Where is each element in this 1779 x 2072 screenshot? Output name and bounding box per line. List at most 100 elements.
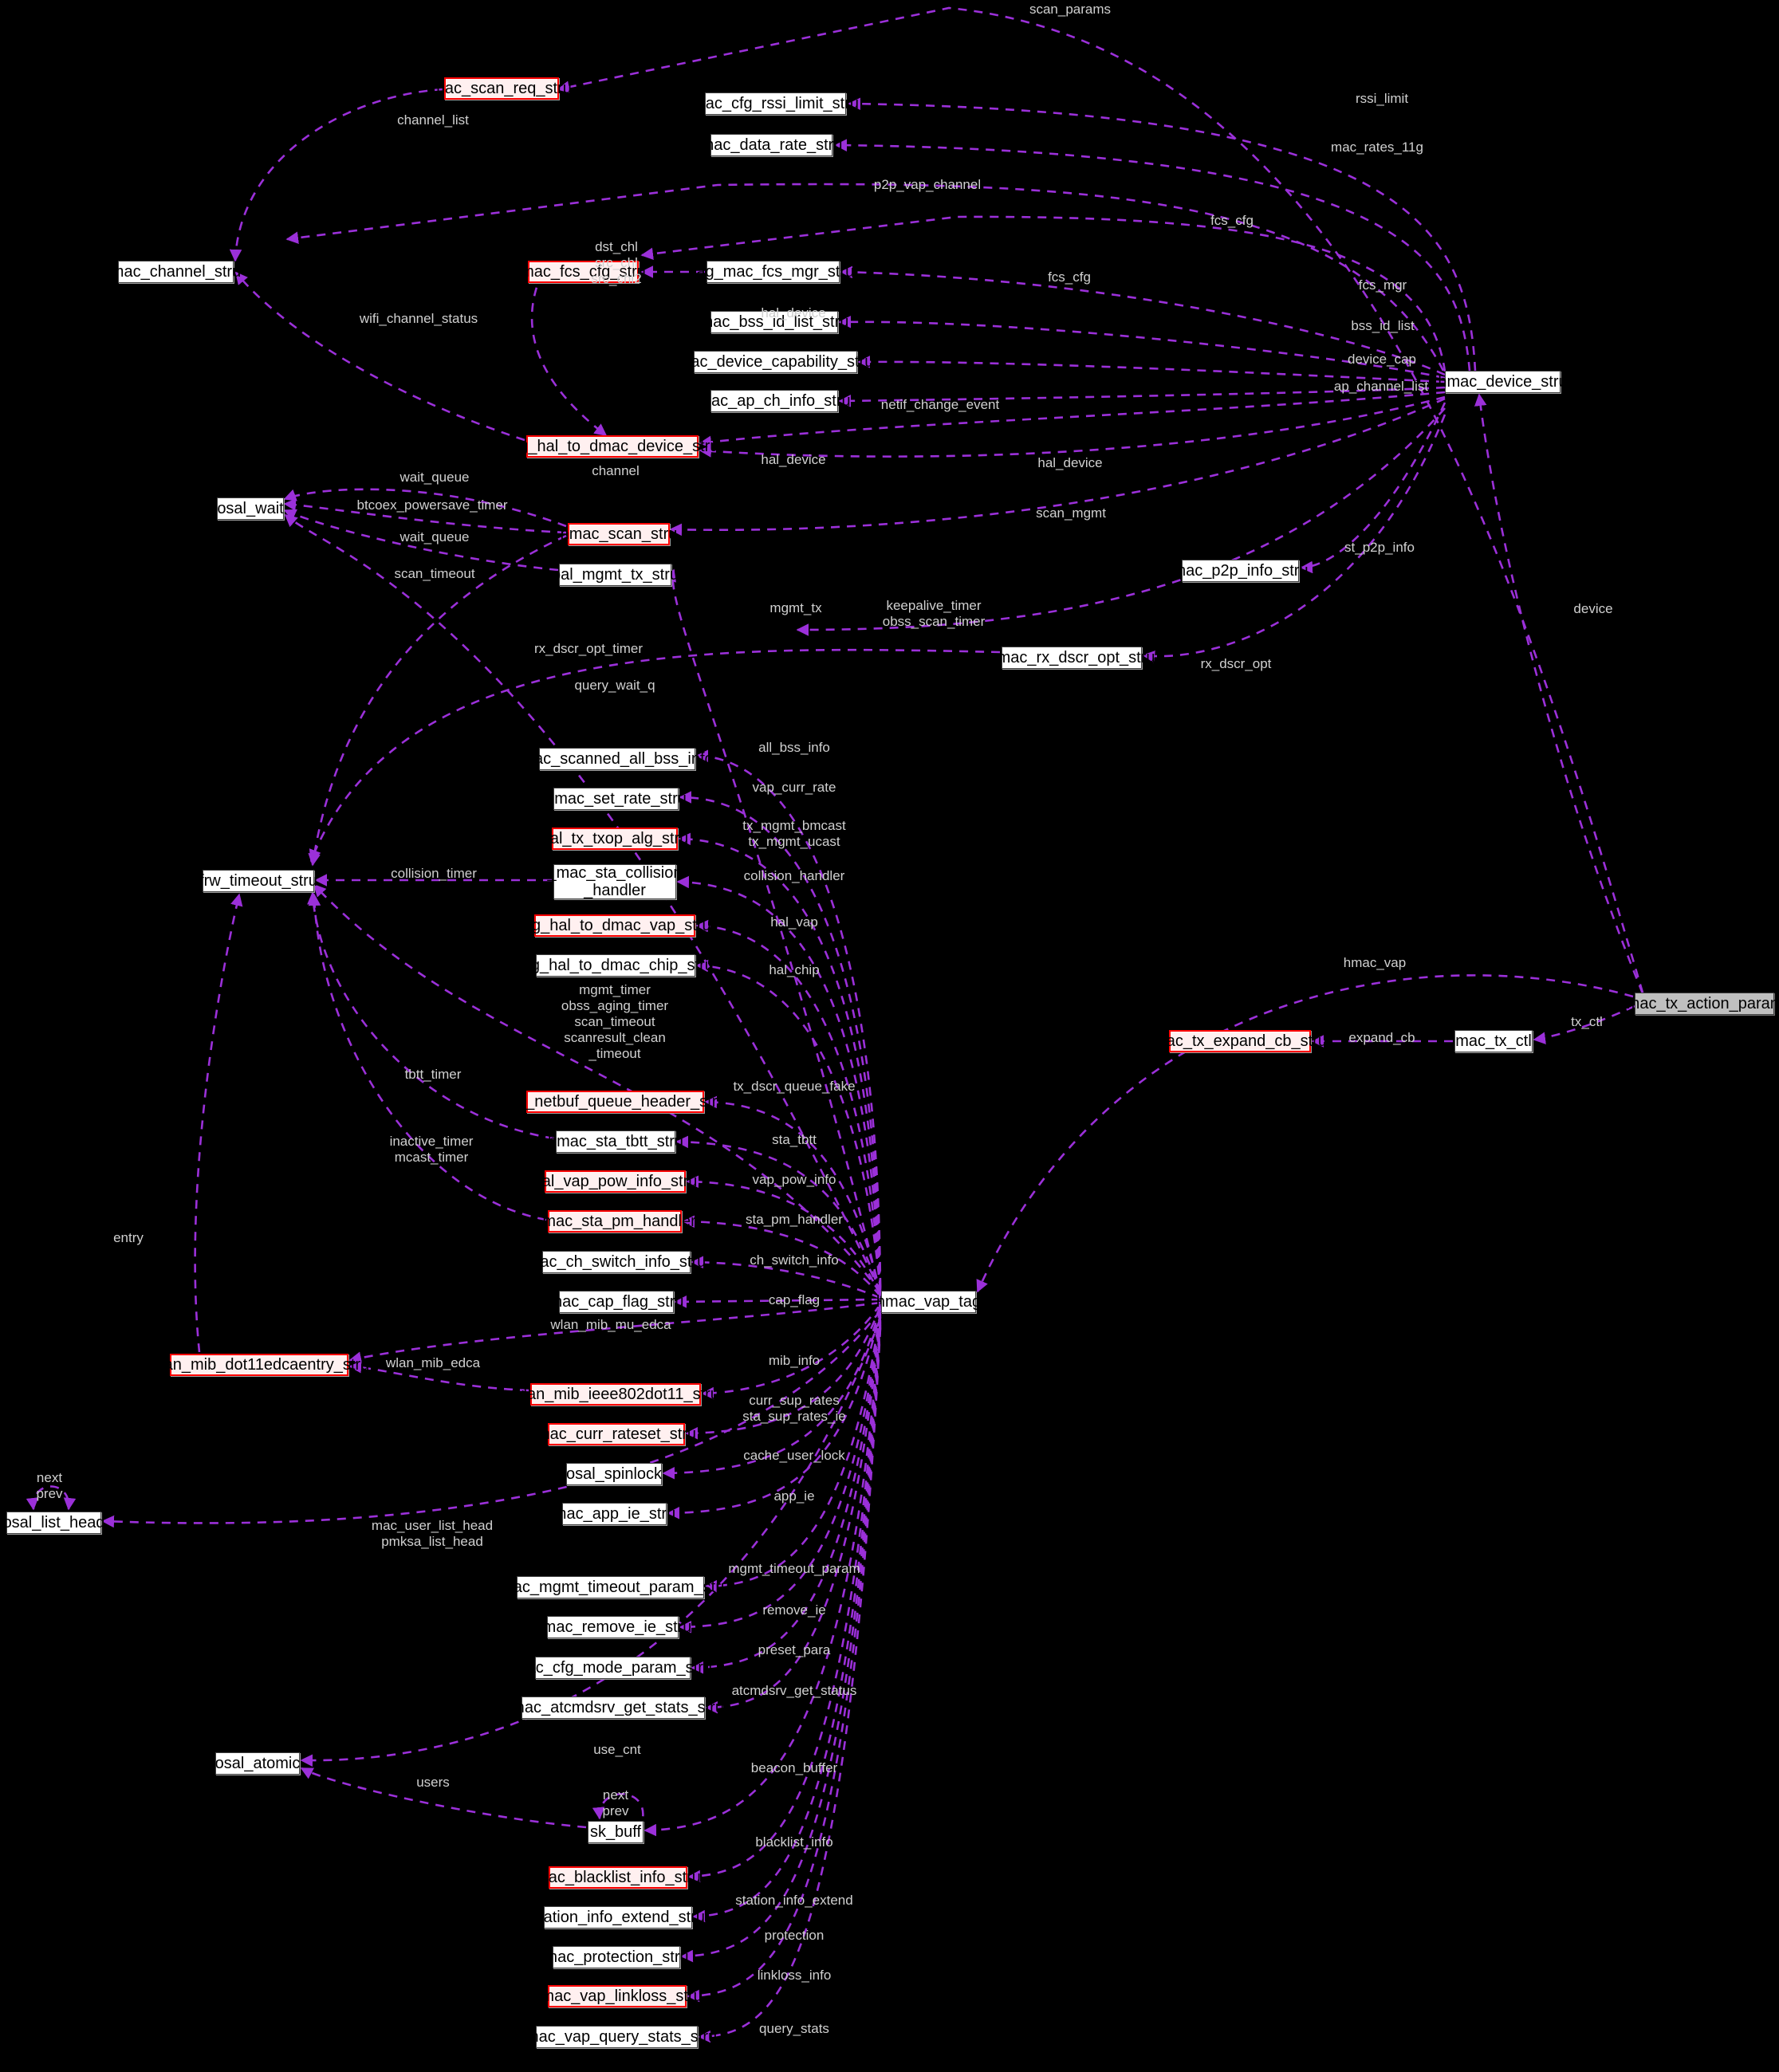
node-oal-netbuf-queue-header-stru[interactable]: oal_netbuf_queue_header_stru: [504, 1091, 726, 1113]
node-mac-app-ie-stru[interactable]: mac_app_ie_stru: [553, 1503, 675, 1525]
edge-hmac-vap-tag-to-hmac-sta-tbtt-stru: [675, 1135, 882, 1295]
node-hmac-vap-linkloss-stru[interactable]: hmac_vap_linkloss_stru: [532, 1985, 703, 2007]
node--mac-sta-pm-handler[interactable]: _mac_sta_pm_handler: [533, 1210, 696, 1233]
node-mac-cfg-mode-param-stru[interactable]: mac_cfg_mode_param_stru: [514, 1657, 712, 1679]
node-mac-channel-stru[interactable]: mac_channel_stru: [111, 261, 241, 283]
node-mac-data-rate-stru[interactable]: mac_data_rate_stru: [701, 134, 842, 156]
self-loop-sk-buff: [592, 1793, 644, 1820]
edge-hmac-device-stru-to-tag-hal-to-dmac-device-stru: [699, 395, 1446, 458]
node-station-info-extend-stru[interactable]: station_info_extend_stru: [531, 1906, 705, 1928]
self-loop-osal-list-head: [26, 1485, 77, 1511]
edge-hmac-device-stru-to-mac-device-capability-stru: [857, 356, 1446, 383]
node-mac-cap-flag-stru[interactable]: mac_cap_flag_stru: [549, 1291, 684, 1313]
node-mac-blacklist-info-stru[interactable]: mac_blacklist_info_stru: [535, 1866, 701, 1889]
edge-hmac-vap-tag-to-mac-blacklist-info-stru: [687, 1321, 882, 1883]
node-hmac-device-stru[interactable]: hmac_device_stru: [1438, 371, 1568, 393]
edge-hmac-vap-tag-to-mac-curr-rateset-stru: [685, 1305, 882, 1440]
edge-hmac-vap-tag-to-hal-vap-pow-info-stru: [686, 1175, 882, 1296]
edge-hmac-scan-stru-to-osal-wait: [283, 488, 567, 528]
edge-hmac-tx-action-params-to-hmac-vap-tag: [976, 974, 1634, 1293]
node-sk-buff[interactable]: sk_buff: [588, 1821, 644, 1843]
node-oal-mgmt-tx-stru[interactable]: oal_mgmt_tx_stru: [552, 564, 679, 586]
edge-hmac-device-stru-to-tag-hal-to-dmac-device-stru: [699, 391, 1446, 449]
node-hmac-mgmt-timeout-param-stru[interactable]: hmac_mgmt_timeout_param_stru: [491, 1576, 730, 1598]
node-tag-hal-to-dmac-device-stru[interactable]: tag_hal_to_dmac_device_stru: [506, 435, 718, 458]
node-hmac-atcmdsrv-get-stats-stru[interactable]: hmac_atcmdsrv_get_stats_stru: [502, 1697, 724, 1719]
edge-hmac-device-stru-to-mac-fcs-cfg-stru: [640, 215, 1446, 372]
edge-hmac-vap-tag-to-station-info-extend-stru: [692, 1323, 882, 1923]
edge-hmac-vap-tag-to-mac-cap-flag-stru: [674, 1295, 881, 1308]
node-wlan-mib-ieee802dot11-stru[interactable]: wlan_mib_ieee802dot11_stru: [512, 1383, 719, 1406]
node-mac-bss-id-list-stru[interactable]: mac_bss_id_list_stru: [700, 311, 848, 333]
node-hmac-rx-dscr-opt-stru[interactable]: hmac_rx_dscr_opt_stru: [989, 647, 1155, 669]
node-hmac-tx-action-params[interactable]: hmac_tx_action_params: [1618, 993, 1779, 1015]
edge-hmac-sta-tbtt-stru-to-frw-timeout-stru: [307, 891, 555, 1140]
node-hmac-set-rate-stru[interactable]: hmac_set_rate_stru: [545, 788, 687, 810]
node-hal-tx-txop-alg-stru[interactable]: hal_tx_txop_alg_stru: [541, 828, 688, 850]
edge-oal-mgmt-tx-stru-to-osal-wait: [283, 509, 559, 572]
edge-hmac-tx-action-params-to-mac-scan-req-stru: [557, 6, 1644, 993]
edge-hmac-vap-tag-to-tag-hal-to-dmac-chip-stru: [695, 959, 882, 1292]
node-osal-spinlock[interactable]: osal_spinlock: [566, 1463, 662, 1485]
edge-hmac-rx-dscr-opt-stru-to-frw-timeout-stru: [309, 648, 1001, 863]
node-mac-curr-rateset-stru[interactable]: mac_curr_rateset_stru: [537, 1423, 696, 1445]
node-tag-hal-to-dmac-chip-stru[interactable]: tag_hal_to_dmac_chip_stru: [518, 954, 714, 977]
node-hmac-sta-tbtt-stru[interactable]: hmac_sta_tbtt_stru: [548, 1130, 683, 1153]
node-mac-protection-stru[interactable]: mac_protection_stru: [544, 1946, 689, 1968]
node-frw-timeout-stru[interactable]: frw_timeout_stru: [199, 870, 317, 892]
node-wlan-mib-dot11edcaentry-stru[interactable]: wlan_mib_dot11edcaentry_stru: [149, 1354, 369, 1376]
edge-hmac-device-stru-to-mac-cfg-rssi-limit-stru: [848, 97, 1477, 372]
edge-hmac-vap-tag-to-hmac-vap-linkloss-stru: [687, 1326, 882, 2003]
edge-hmac-vap-tag-to--mac-sta-pm-handler: [682, 1215, 882, 1297]
edge-hmac-vap-tag-to-mac-app-ie-stru: [667, 1308, 882, 1520]
edge-hmac-device-stru-to-tag-mac-fcs-mgr-stru: [840, 265, 1446, 376]
node-mac-scan-req-stru[interactable]: mac_scan_req_stru: [431, 77, 572, 100]
edge-hmac-device-stru-to-mac-p2p-info-stru: [1300, 402, 1446, 574]
edge-hmac-vap-tag-to--mac-sta-collision-handler: [676, 875, 882, 1290]
node-mac-scanned-all-bss-info[interactable]: mac_scanned_all_bss_info: [521, 748, 714, 770]
node-mac-tx-ctl[interactable]: mac_tx_ctl: [1454, 1030, 1533, 1052]
edge-hmac-vap-tag-to-mac-ch-switch-info-stru: [691, 1256, 881, 1299]
edge-tag-hal-to-dmac-device-stru-to-mac-channel-stru: [234, 271, 525, 442]
node-mac-device-capability-stru[interactable]: mac_device_capability_stru: [678, 351, 873, 373]
edge-hmac-device-stru-to-mac-channel-stru: [285, 183, 1445, 372]
edge-hmac-vap-tag-to-mac-cfg-mode-param-stru: [691, 1315, 882, 1674]
node-tag-mac-fcs-mgr-stru[interactable]: tag_mac_fcs_mgr_stru: [692, 261, 854, 283]
edge-hmac-vap-tag-to-sk-buff: [644, 1319, 882, 1837]
edge-hmac-device-stru-to-hmac-rx-dscr-opt-stru: [796, 407, 1446, 636]
node-mac-p2p-info-stru[interactable]: mac_p2p_info_stru: [1172, 560, 1309, 582]
edge-hmac-vap-tag-to-hal-tx-txop-alg-stru: [678, 832, 882, 1289]
node-hmac-vap-tag[interactable]: hmac_vap_tag: [876, 1291, 981, 1313]
node-mac-ch-switch-info-stru[interactable]: mac_ch_switch_info_stru: [527, 1251, 706, 1273]
node-hmac-remove-ie-stru[interactable]: hmac_remove_ie_stru: [534, 1616, 691, 1638]
node-mac-cfg-rssi-limit-stru[interactable]: mac_cfg_rssi_limit_stru: [692, 92, 859, 115]
edge--mac-sta-pm-handler-to-frw-timeout-stru: [308, 893, 547, 1221]
edge-wlan-mib-ieee802dot11-stru-to-wlan-mib-dot11edcaentry-stru: [348, 1360, 529, 1392]
edge-hmac-device-stru-to-hmac-scan-stru: [669, 397, 1446, 537]
node-mac-ap-ch-info-stru[interactable]: mac_ap_ch_info_stru: [698, 390, 851, 412]
edge-mac-scan-req-stru-to-mac-channel-stru: [229, 88, 444, 262]
node-osal-list-head[interactable]: osal_list_head: [3, 1512, 104, 1534]
edge-hmac-vap-tag-to-osal-spinlock: [662, 1307, 882, 1480]
edge-hmac-vap-tag-to-hmac-atcmdsrv-get-stats-stru: [705, 1316, 882, 1714]
edge-hmac-device-stru-to-hmac-rx-dscr-opt-stru: [1142, 414, 1446, 663]
edge-wlan-mib-dot11edcaentry-stru-to-frw-timeout-stru: [194, 893, 243, 1353]
edge-hmac-vap-tag-to-hmac-mgmt-timeout-param-stru: [704, 1311, 882, 1593]
node-hal-vap-pow-info-stru[interactable]: hal_vap_pow_info_stru: [533, 1170, 697, 1193]
node-hmac-scan-stru[interactable]: hmac_scan_stru: [561, 523, 677, 545]
edge-hmac-vap-tag-to-mac-scanned-all-bss-info: [695, 749, 882, 1288]
edge-hmac-vap-tag-to-osal-atomic: [300, 1318, 882, 1767]
node-mac-tx-expand-cb-stru[interactable]: mac_tx_expand_cb_stru: [1153, 1030, 1327, 1052]
node-mac-fcs-cfg-stru[interactable]: mac_fcs_cfg_stru: [521, 261, 646, 283]
node-hmac-vap-query-stats-stru[interactable]: hmac_vap_query_stats_stru: [517, 2026, 717, 2048]
edge-hmac-vap-tag-to-osal-list-head: [101, 1310, 882, 1528]
edge-hmac-scan-stru-to-osal-wait: [283, 498, 567, 534]
node--mac-sta-collision-handler[interactable]: _mac_sta_collision _handler: [547, 863, 683, 899]
node-osal-atomic[interactable]: osal_atomic: [215, 1752, 300, 1775]
edge-hmac-vap-tag-to-mac-protection-stru: [680, 1324, 882, 1963]
node-tag-hal-to-dmac-vap-stru[interactable]: tag_hal_to_dmac_vap_stru: [518, 914, 711, 937]
node-osal-wait[interactable]: osal_wait: [217, 497, 284, 520]
edge-hmac-vap-tag-to-hmac-set-rate-stru: [679, 791, 882, 1288]
